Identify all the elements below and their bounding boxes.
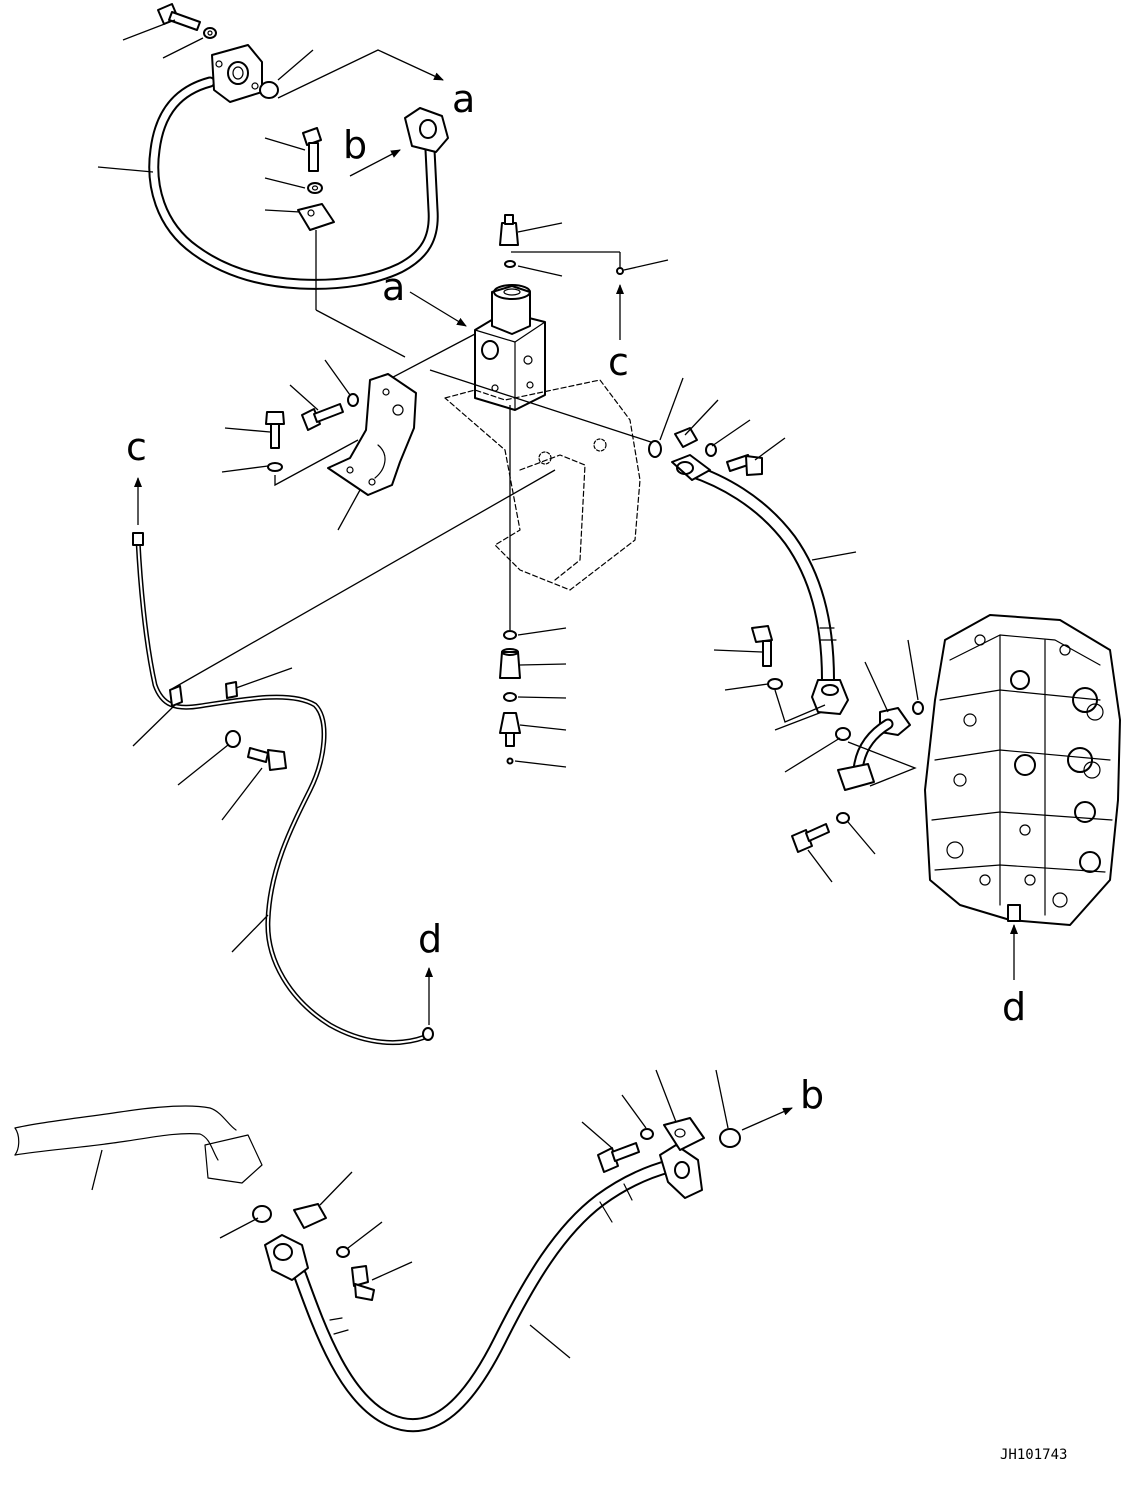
ref-label-b-bottom: b bbox=[800, 1073, 824, 1117]
elbow-fitting bbox=[791, 701, 924, 853]
wire-bolt-washer bbox=[225, 730, 287, 771]
right-hose bbox=[683, 463, 837, 687]
drawing-code: JH101743 bbox=[1000, 1447, 1067, 1463]
ref-arrow-a-top: a bbox=[277, 49, 475, 121]
valve-block bbox=[474, 284, 546, 411]
ref-label-c-left: c bbox=[126, 425, 147, 469]
leader-lines-right bbox=[659, 377, 919, 883]
leader-block-bracket bbox=[377, 333, 476, 386]
upper-tube-flange-right bbox=[404, 107, 449, 153]
leader-lines-top bbox=[97, 19, 406, 358]
bottom-hose-left-fitting bbox=[219, 1171, 571, 1359]
ref-arrow-b-bottom: b bbox=[741, 1073, 824, 1131]
clamp-small bbox=[297, 203, 335, 231]
context-pipe-bottom-left bbox=[14, 1105, 263, 1191]
bottom-hose bbox=[293, 1159, 677, 1433]
leader-block-oring bbox=[429, 369, 661, 446]
bolt-top-left bbox=[157, 3, 217, 39]
bolt-bracket-down bbox=[265, 411, 285, 472]
ref-arrow-c-upper: c bbox=[608, 284, 629, 384]
fitting-stack-top bbox=[499, 214, 669, 277]
upper-tube-flange-left bbox=[211, 44, 263, 103]
fitting-stack-bottom bbox=[499, 627, 567, 768]
ref-arrow-d-wire: d bbox=[418, 917, 442, 1025]
leader-lines-wire bbox=[132, 667, 293, 953]
ref-label-a-top: a bbox=[452, 77, 475, 121]
ref-arrow-b-top: b bbox=[343, 123, 401, 177]
pilot-wire-hose bbox=[132, 532, 434, 1046]
control-valve bbox=[924, 614, 1121, 926]
o-ring-top bbox=[259, 81, 279, 99]
ref-label-c-upper: c bbox=[608, 340, 629, 384]
ref-arrow-d-valve: d bbox=[1002, 924, 1026, 1029]
ref-label-b-top: b bbox=[343, 123, 367, 167]
ref-label-d-wire: d bbox=[418, 917, 442, 961]
leader-lines-bracket bbox=[221, 359, 361, 531]
upper-steel-tube bbox=[148, 76, 439, 290]
ref-arrow-c-left: c bbox=[126, 425, 147, 525]
bolt-bracket-side bbox=[301, 393, 359, 431]
ref-label-d-valve: d bbox=[1002, 985, 1026, 1029]
ref-label-a-block: a bbox=[382, 265, 405, 309]
leader-block-wire bbox=[169, 469, 556, 691]
bottom-hose-right-fitting bbox=[581, 1069, 741, 1199]
right-hose-lower-fitting bbox=[751, 625, 849, 715]
l-bracket bbox=[327, 373, 417, 496]
right-hose-upper-fitting bbox=[648, 427, 763, 481]
bracket-plate-dashed bbox=[444, 379, 641, 591]
bolt-mid bbox=[302, 127, 323, 194]
ref-arrow-a-block: a bbox=[382, 265, 467, 327]
